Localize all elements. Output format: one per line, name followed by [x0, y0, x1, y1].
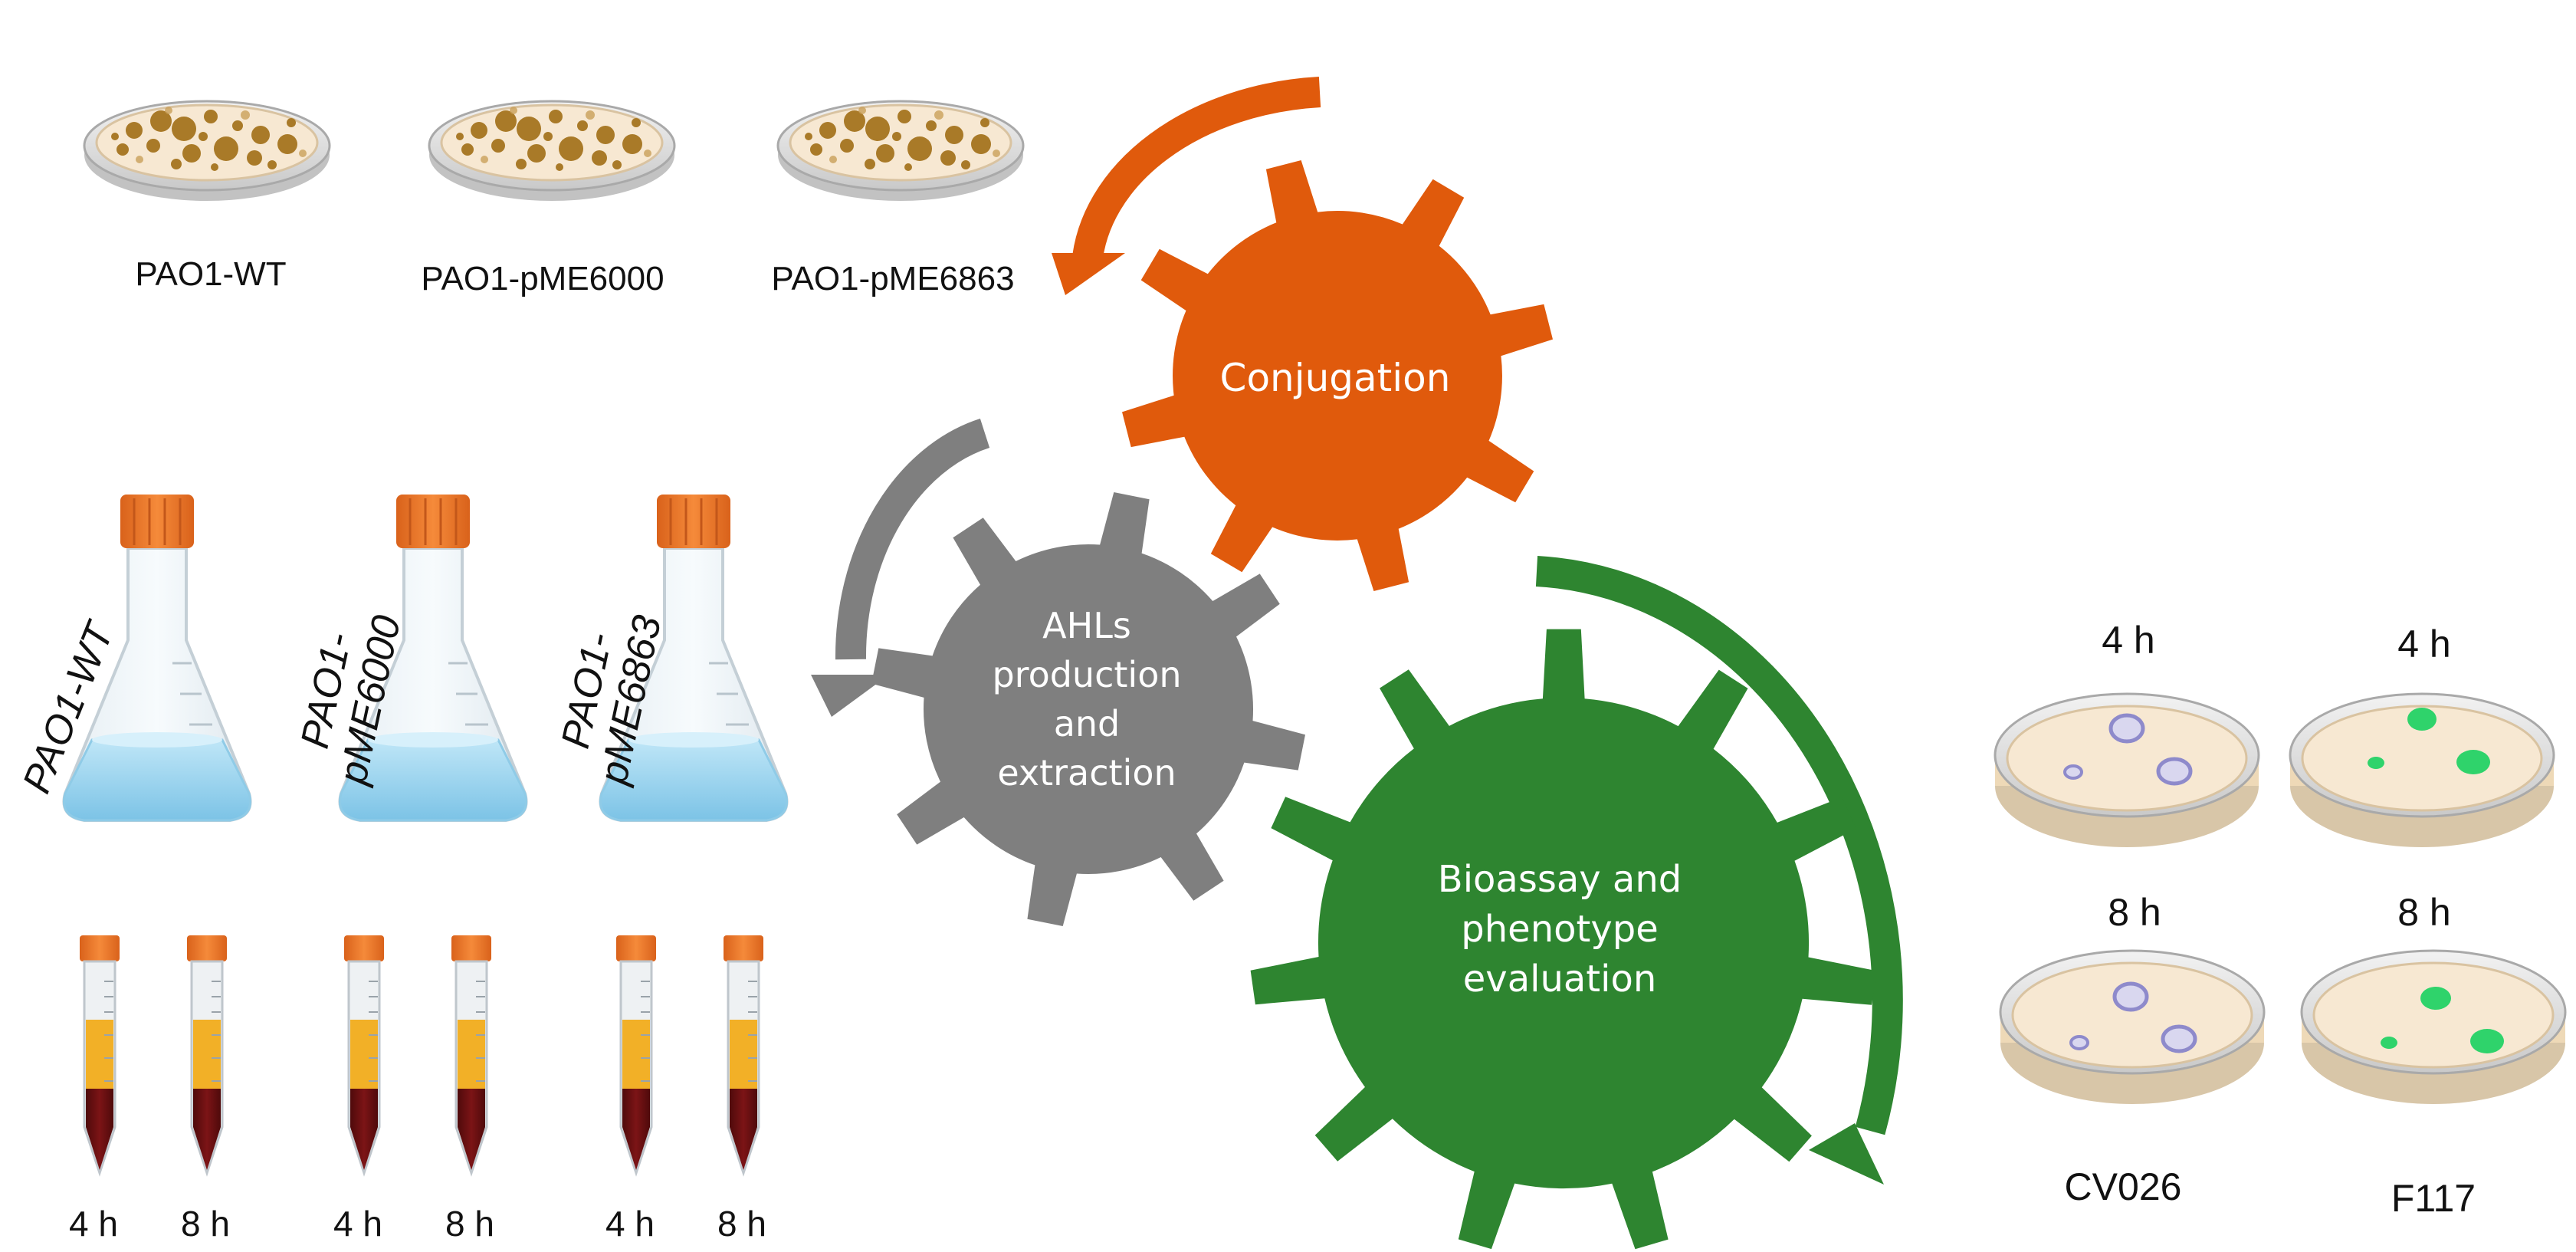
- gear-orange-shape: [1122, 160, 1553, 591]
- plate-pao1-pme6863: [776, 100, 1025, 202]
- conjugation-arrowhead: [1052, 253, 1125, 295]
- ahl-arrowhead: [811, 675, 889, 717]
- conjugation-gear: [1122, 160, 1553, 591]
- tube-time-label: 4 h: [69, 1204, 118, 1244]
- conjugation-arrow: [1071, 77, 1321, 266]
- assay-plate-cv026-4h: [1994, 692, 2260, 849]
- bioassay-gear-label: Bioassay and phenotype evaluation: [1438, 858, 1682, 1001]
- assay-plate-cv026-8h: [1999, 949, 2266, 1106]
- assay-strain-cv026: CV026: [2065, 1165, 2182, 1208]
- plate-pao1-wt: [83, 100, 331, 202]
- conjugation-gear-label: Conjugation: [1220, 356, 1451, 400]
- plate-pao1-pme6000: [428, 100, 676, 202]
- gear-grey-shape: [871, 492, 1305, 926]
- gear-green-shape: [1250, 629, 1877, 1250]
- bioassay-label-line-2: phenotype: [1461, 908, 1658, 951]
- assay-time-label: 8 h: [2397, 891, 2451, 934]
- tube-time-label: 4 h: [333, 1204, 382, 1244]
- plate-label-pao1-wt: PAO1-WT: [135, 255, 286, 293]
- tube-4: [450, 934, 493, 1175]
- bioassay-arrow: [1535, 556, 1903, 1135]
- bioassay-arrowhead: [1809, 1123, 1884, 1185]
- assay-strain-f117: F117: [2391, 1177, 2476, 1220]
- assay-time-label: 8 h: [2108, 891, 2161, 934]
- ahl-gear-label: AHLs production and extraction: [992, 605, 1181, 794]
- ahl-label-line-3: and: [1054, 703, 1121, 744]
- tube-time-label: 8 h: [445, 1204, 494, 1244]
- ahl-arrow: [835, 418, 990, 660]
- assay-plate-f117-8h: [2300, 949, 2567, 1106]
- bioassay-gear: [1250, 629, 1877, 1250]
- ahl-gear: [871, 492, 1305, 926]
- assay-time-label: 4 h: [2397, 623, 2451, 665]
- tube-6: [722, 934, 765, 1175]
- plate-label-pao1-pme6000: PAO1-pME6000: [421, 260, 664, 297]
- tube-time-label: 8 h: [717, 1204, 766, 1244]
- tube-time-label: 4 h: [605, 1204, 655, 1244]
- ahl-label-line-1: AHLs: [1042, 605, 1131, 646]
- bioassay-label-line-1: Bioassay and: [1438, 858, 1682, 901]
- bioassay-label-line-3: evaluation: [1463, 958, 1656, 1001]
- tube-1: [78, 934, 121, 1175]
- tube-time-label: 8 h: [181, 1204, 230, 1244]
- tube-5: [615, 934, 658, 1175]
- plate-label-pao1-pme6863: PAO1-pME6863: [771, 260, 1014, 297]
- tube-2: [185, 934, 228, 1175]
- ahl-label-line-4: extraction: [997, 752, 1176, 794]
- assay-plate-f117-4h: [2289, 692, 2555, 849]
- assay-time-label: 4 h: [2102, 619, 2155, 662]
- tube-3: [343, 934, 386, 1175]
- ahl-label-line-2: production: [992, 654, 1181, 695]
